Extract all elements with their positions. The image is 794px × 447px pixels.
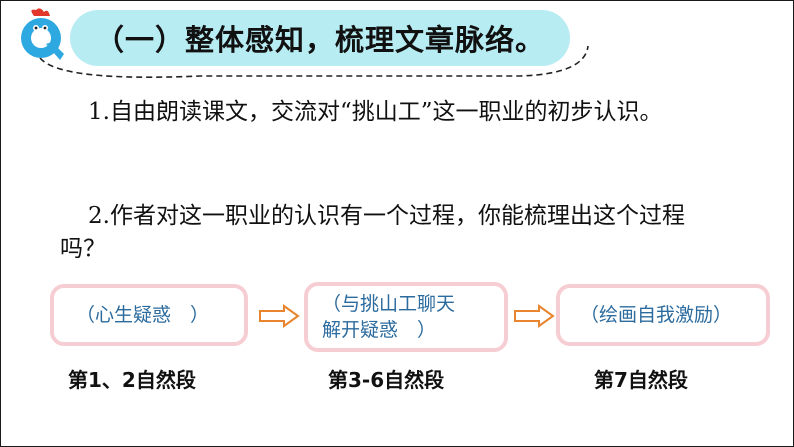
header-dash-curve [39,45,589,78]
stage-1-text: （心生疑惑 ） [76,304,210,326]
stage-3-label: 第7自然段 [594,368,688,392]
stage-box-2: （与挑山工聊天 解开疑惑 ） [304,282,508,352]
arrow-right-icon [259,304,300,328]
stage-box-3: （绘画自我激励） [556,284,770,346]
stage-box-1: （心生疑惑 ） [50,284,248,346]
stage-2-text-line-2: 解开疑惑 ） [322,319,437,341]
page-title: （一）整体感知，梳理文章脉络。 [94,23,545,57]
stage-2-text-line-1: （与挑山工聊天 [322,293,456,315]
q-mascot-icon [21,8,64,60]
stage-1-label: 第1、2自然段 [68,368,196,392]
stage-2-label: 第3-6自然段 [328,368,445,392]
question-1: 1.自由朗读课文，交流对“挑山工”这一职业的初步认识。 [88,99,663,125]
header-banner: （一）整体感知，梳理文章脉络。 [70,10,570,66]
question-2: 2.作者对这一职业的认识有一个过程，你能梳理出这个过程吗？ [60,203,685,262]
stage-3-text: （绘画自我激励） [580,304,733,326]
arrow-right-icon [514,304,555,328]
